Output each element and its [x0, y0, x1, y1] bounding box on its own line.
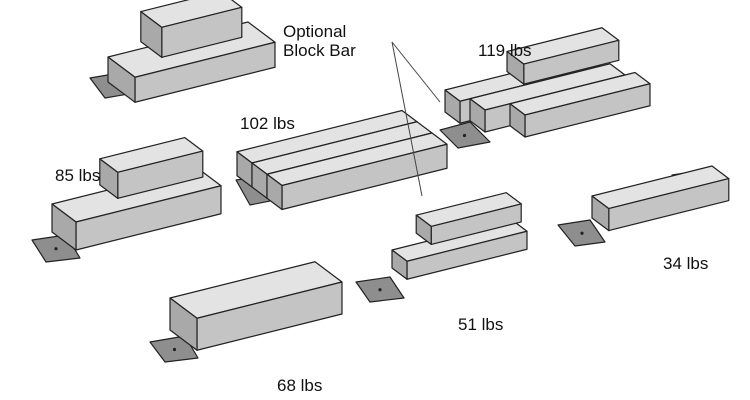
- plate-hole: [172, 347, 177, 352]
- weight-label-68: 68 lbs: [277, 376, 323, 395]
- weight-label-102: 102 lbs: [240, 114, 295, 133]
- block-end-face: [169, 297, 198, 351]
- callout-line-1: Optional: [283, 22, 347, 41]
- block-end-face: [506, 50, 525, 85]
- plate-hole: [580, 231, 584, 235]
- weight-label-85: 85 lbs: [55, 166, 101, 185]
- block-end-face: [444, 89, 461, 124]
- block-end-face: [51, 203, 77, 251]
- block-end-face: [591, 195, 610, 232]
- block-end-face: [391, 249, 408, 280]
- plate-hole: [378, 288, 382, 292]
- block-end-face: [509, 103, 526, 138]
- block-end-face: [107, 56, 136, 103]
- weight-label-34: 34 lbs: [663, 254, 709, 273]
- weight-label-51: 51 lbs: [458, 315, 504, 334]
- optional-block-bar-callout: Optional Block Bar: [283, 22, 356, 60]
- callout-line-2: Block Bar: [283, 41, 356, 60]
- callout-leader-line: [391, 41, 441, 103]
- block-end-face: [99, 158, 119, 199]
- block-end-face: [469, 98, 486, 133]
- block-end-face: [140, 11, 163, 58]
- block-end-face: [415, 214, 432, 245]
- plate-hole: [462, 133, 467, 138]
- plate-hole: [54, 247, 58, 251]
- block-end-face: [266, 173, 283, 211]
- callout-leader-line: [391, 41, 423, 197]
- weight-label-119: 119 lbs: [478, 41, 532, 60]
